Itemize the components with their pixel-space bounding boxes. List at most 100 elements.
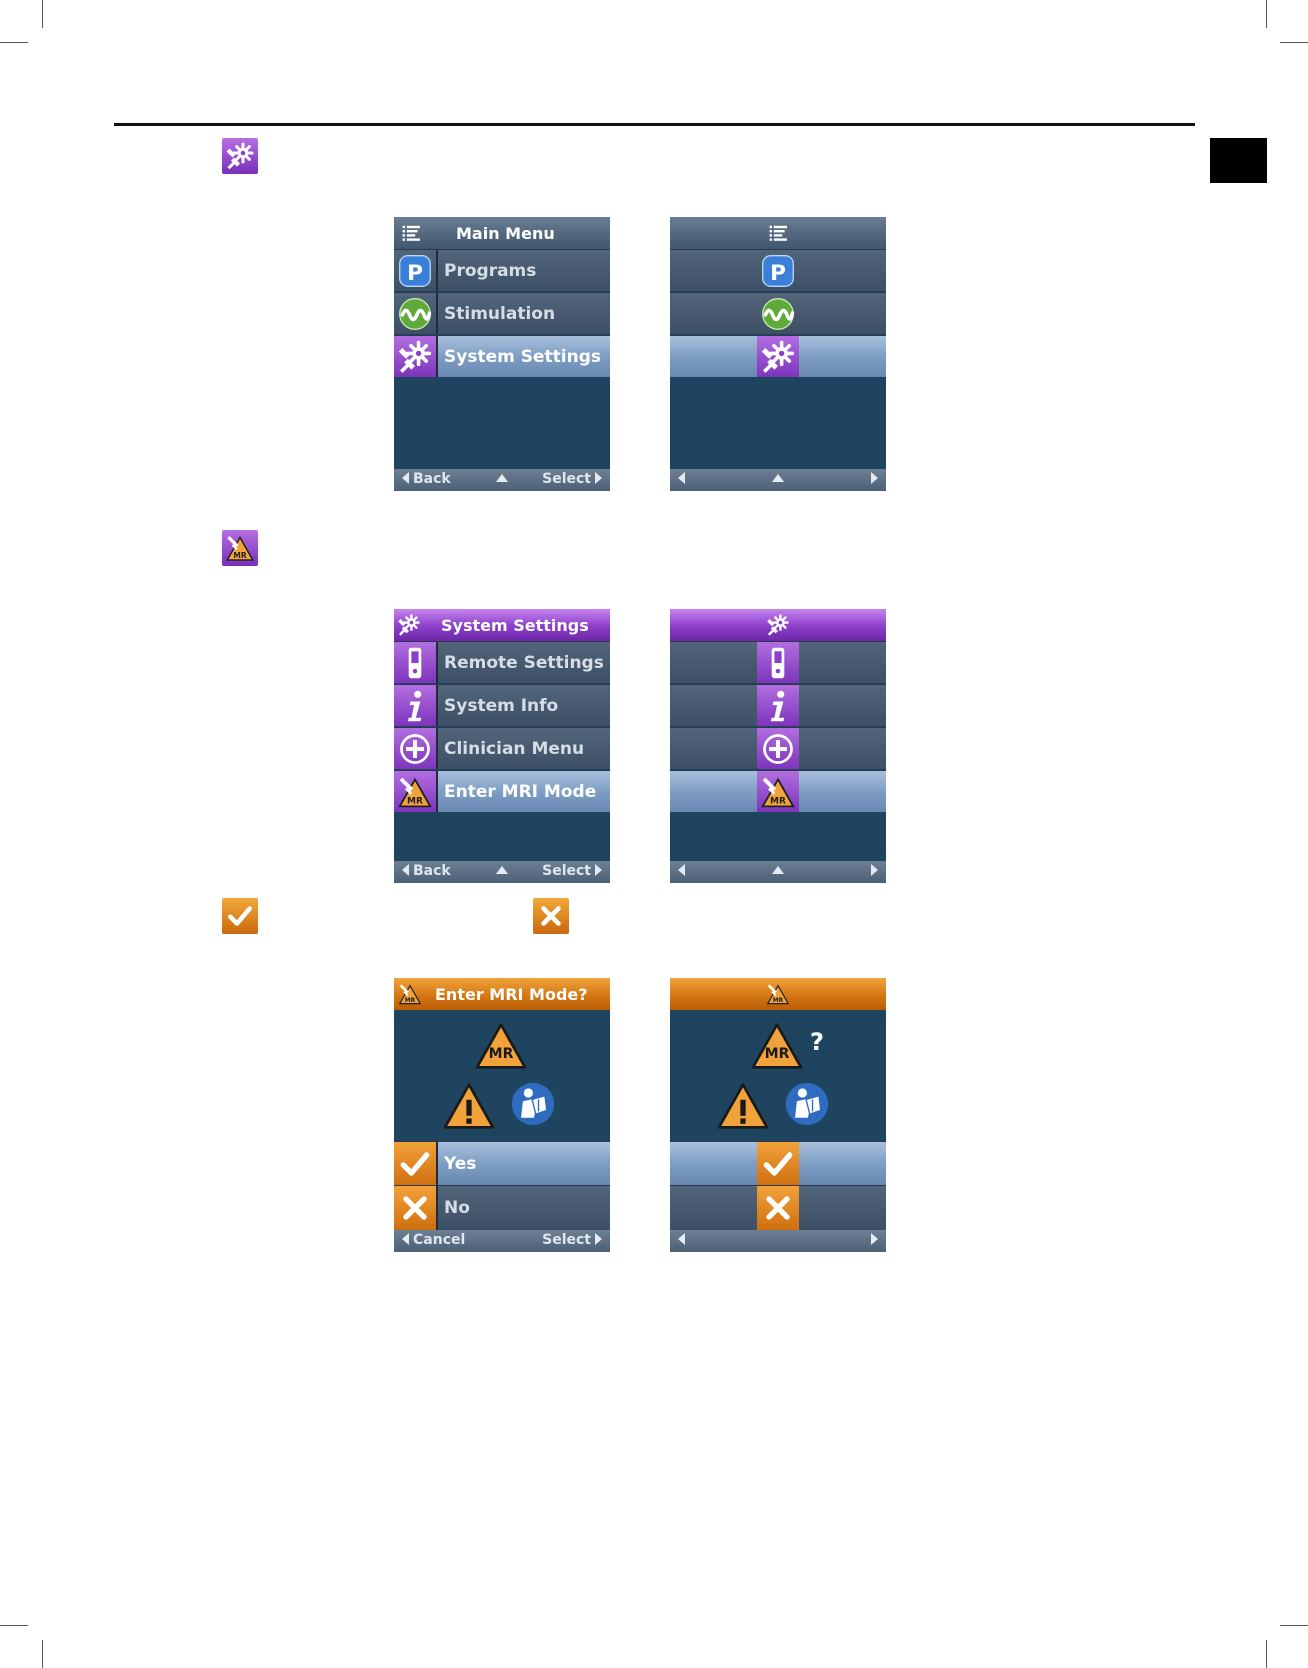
menu-item-programs[interactable]: Programs [394, 249, 610, 291]
programs-p-icon [760, 253, 796, 289]
menu-item-enter-mri-mode[interactable] [670, 770, 886, 812]
menu-item-label: Enter MRI Mode [444, 782, 596, 802]
system-settings-screen-icons [670, 609, 886, 883]
check-icon [225, 901, 255, 931]
consult-manual-icon [510, 1081, 556, 1127]
menu-item-programs[interactable] [670, 249, 886, 291]
gear-icon [396, 613, 422, 637]
x-icon [397, 1190, 433, 1226]
remote-icon [760, 645, 796, 681]
crop-mark [0, 1625, 28, 1626]
menu-item-system-settings[interactable]: System Settings [394, 335, 610, 377]
screen-header: System Settings [394, 609, 610, 641]
warning-icon [442, 1082, 496, 1130]
consult-manual-icon [784, 1081, 830, 1127]
clinician-plus-icon [760, 731, 796, 767]
system-settings-screen-text: System Settings Remote Settings System I… [394, 609, 610, 883]
menu-item-stimulation[interactable]: Stimulation [394, 292, 610, 334]
x-icon [536, 901, 566, 931]
check-step-icon [222, 898, 258, 934]
info-icon [760, 688, 796, 724]
mri-mode-icon [765, 982, 791, 1006]
crop-mark [1280, 1625, 1308, 1626]
menu-item-label: Clinician Menu [444, 739, 584, 759]
screen-header [670, 217, 886, 249]
mri-mode-step-icon [222, 530, 258, 566]
menu-item-label: System Info [444, 696, 558, 716]
mr-label: MR [750, 1046, 804, 1062]
enter-mri-mode-screen-text: Enter MRI Mode? MR Yes No Cancel Select [394, 978, 610, 1252]
right-arrow-icon[interactable] [867, 471, 878, 487]
menu-item-remote-settings[interactable] [670, 641, 886, 683]
option-no[interactable] [670, 1185, 886, 1230]
screen-footer: Back Select [394, 861, 610, 883]
menu-item-enter-mri-mode[interactable]: Enter MRI Mode [394, 770, 610, 812]
menu-item-label: Programs [444, 261, 536, 281]
mri-mode-icon [225, 533, 255, 563]
menu-item-label: Remote Settings [444, 653, 604, 673]
check-icon [760, 1146, 796, 1182]
menu-item-clinician-menu[interactable] [670, 727, 886, 769]
option-label: Yes [444, 1154, 476, 1174]
gear-icon [397, 339, 433, 375]
enter-mri-mode-screen-icons: MR ? [670, 978, 886, 1252]
screen-footer [670, 1230, 886, 1252]
screen-footer [670, 861, 886, 883]
left-arrow-icon[interactable] [678, 471, 689, 487]
screen-footer [670, 469, 886, 491]
screen-footer: Back Select [394, 469, 610, 491]
stimulation-wave-icon [760, 296, 796, 332]
right-arrow-icon[interactable] [867, 863, 878, 879]
mr-label: MR [474, 1046, 528, 1062]
mri-mode-icon [760, 774, 796, 810]
up-arrow-icon[interactable] [496, 866, 508, 874]
mri-mode-icon [397, 774, 433, 810]
option-yes[interactable] [670, 1141, 886, 1185]
menu-item-stimulation[interactable] [670, 292, 886, 334]
stimulation-wave-icon [397, 296, 433, 332]
menu-item-label: Stimulation [444, 304, 555, 324]
up-arrow-icon[interactable] [496, 474, 508, 482]
screen-footer: Cancel Select [394, 1230, 610, 1252]
screen-title: System Settings [441, 616, 589, 635]
back-softkey[interactable]: Back [402, 471, 451, 487]
screen-header: Enter MRI Mode? [394, 978, 610, 1010]
menu-item-system-info[interactable]: System Info [394, 684, 610, 726]
warning-icon [716, 1082, 770, 1130]
left-arrow-icon[interactable] [678, 1232, 689, 1248]
gear-icon [765, 613, 791, 637]
crop-mark [0, 42, 28, 43]
select-softkey[interactable]: Select [542, 471, 602, 487]
menu-list-icon [765, 221, 791, 245]
screen-header [670, 978, 886, 1010]
screen-title: Enter MRI Mode? [435, 985, 588, 1004]
x-icon [760, 1190, 796, 1226]
mri-mode-icon [397, 982, 423, 1006]
menu-item-clinician-menu[interactable]: Clinician Menu [394, 727, 610, 769]
menu-item-system-settings[interactable] [670, 335, 886, 377]
menu-item-system-info[interactable] [670, 684, 886, 726]
menu-list-icon [398, 221, 424, 245]
option-yes[interactable]: Yes [394, 1141, 610, 1185]
main-menu-screen-icons [670, 217, 886, 491]
select-softkey[interactable]: Select [542, 863, 602, 879]
right-arrow-icon[interactable] [867, 1232, 878, 1248]
left-arrow-icon[interactable] [678, 863, 689, 879]
cancel-softkey[interactable]: Cancel [402, 1232, 465, 1248]
option-label: No [444, 1198, 470, 1218]
question-mark: ? [810, 1028, 824, 1056]
up-arrow-icon[interactable] [772, 866, 784, 874]
menu-item-label: System Settings [444, 347, 601, 367]
back-softkey[interactable]: Back [402, 863, 451, 879]
select-softkey[interactable]: Select [542, 1232, 602, 1248]
option-no[interactable]: No [394, 1185, 610, 1230]
menu-item-remote-settings[interactable]: Remote Settings [394, 641, 610, 683]
mr-warning-icon: MR [750, 1022, 804, 1070]
crop-mark [1280, 42, 1308, 43]
gear-icon [760, 339, 796, 375]
info-icon [397, 688, 433, 724]
up-arrow-icon[interactable] [772, 474, 784, 482]
header-rule [114, 123, 1195, 126]
clinician-plus-icon [397, 731, 433, 767]
crop-mark [1266, 1640, 1267, 1668]
